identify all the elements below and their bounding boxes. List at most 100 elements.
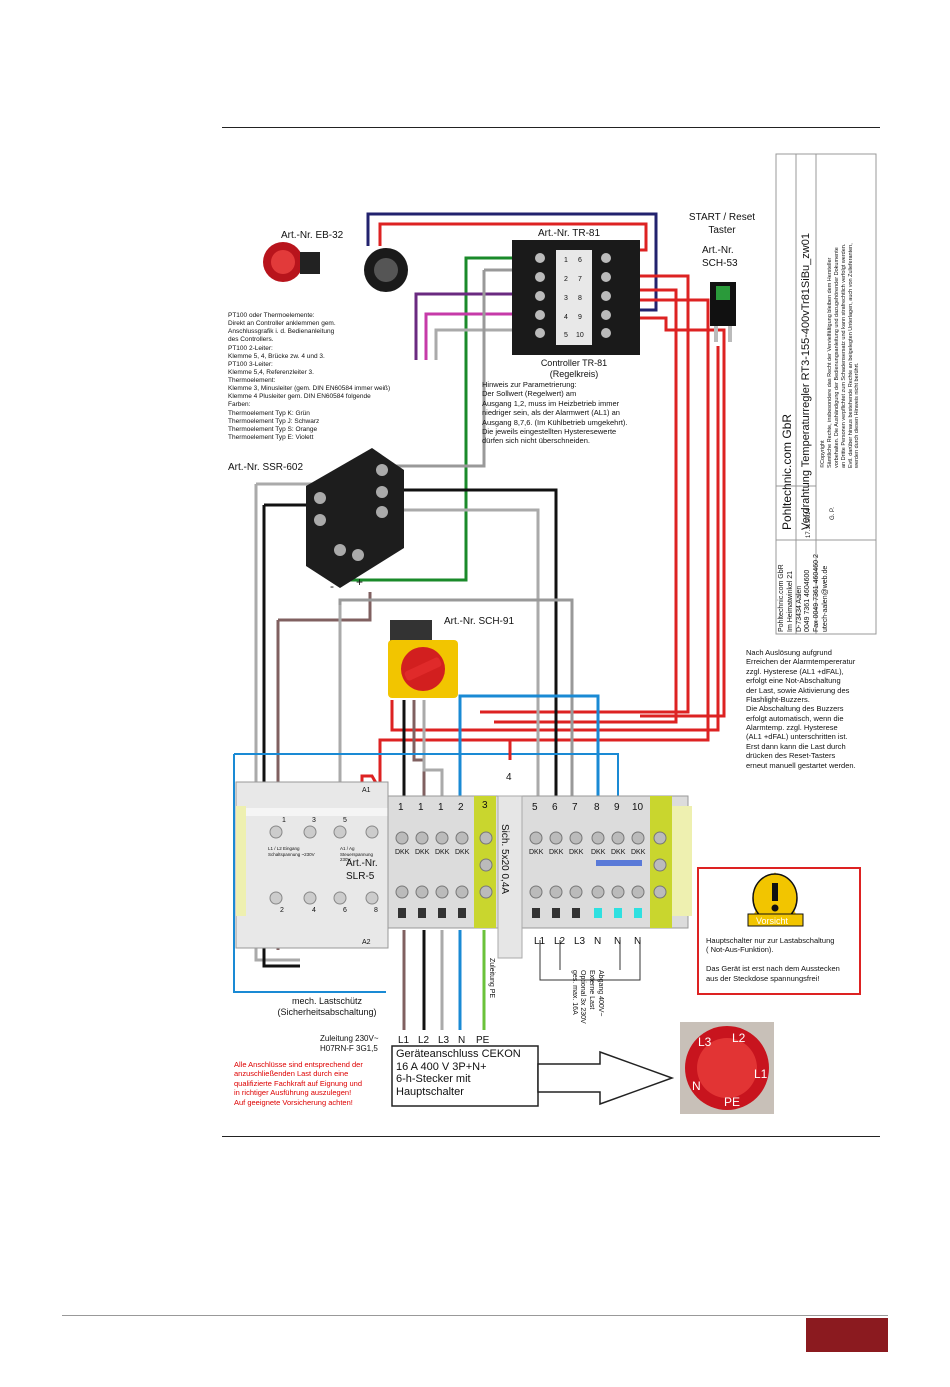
svg-text:8: 8 xyxy=(594,802,600,813)
svg-text:DKK: DKK xyxy=(569,849,584,856)
svg-text:L3: L3 xyxy=(698,1035,712,1049)
label-sch91: Art.-Nr. SCH-91 xyxy=(444,616,514,627)
label-start-reset: START / Reset Taster xyxy=(688,212,756,236)
svg-text:4: 4 xyxy=(564,314,568,321)
contactor-numbers: 1 3 5 A1 2 4 6 8 A2 xyxy=(280,787,378,946)
controller-left-screws xyxy=(535,253,545,338)
label-lastschuetz: mech. Lastschütz (Sicherheitsabschaltung… xyxy=(277,996,377,1018)
svg-text:L3: L3 xyxy=(438,1035,450,1046)
output-labels: L1 L2 L3 N N N xyxy=(534,936,641,947)
controller-numbers: 1 2 3 4 5 6 7 8 9 10 xyxy=(564,257,584,339)
contactor-text1: L1 / L2 Eingang Schaltspannung ~230V xyxy=(268,846,315,857)
svg-text:10: 10 xyxy=(632,802,644,813)
label-zuleitung-pe: Zuleitung PE xyxy=(488,958,495,998)
label-zuleitung: Zuleitung 230V~ H07RN-F 3G1,5 xyxy=(320,1034,379,1053)
label-cekon: Geräteanschluss CEKON 16 A 400 V 3P+N+ 6… xyxy=(396,1048,521,1098)
svg-text:DKK: DKK xyxy=(591,849,606,856)
svg-text:6: 6 xyxy=(552,802,558,813)
svg-text:1: 1 xyxy=(282,817,286,824)
svg-text:10: 10 xyxy=(576,332,584,339)
svg-text:6: 6 xyxy=(343,907,347,914)
svg-text:1: 1 xyxy=(418,802,424,813)
svg-text:DKK: DKK xyxy=(549,849,564,856)
svg-text:N: N xyxy=(594,936,601,947)
title-address: Pohltechnic.com GbR Im Heimatwinkel 21 D… xyxy=(778,554,829,632)
controller-right-screws xyxy=(601,253,611,338)
svg-text:2: 2 xyxy=(458,802,464,813)
label-eb32: Art.-Nr. EB-32 xyxy=(281,230,344,241)
ssr-plus: + xyxy=(356,575,363,589)
svg-text:L1: L1 xyxy=(754,1067,768,1081)
title-author: G. P. xyxy=(830,507,836,520)
svg-text:6: 6 xyxy=(578,257,582,264)
note-red: Alle Anschlüsse sind entsprechend der an… xyxy=(234,1060,363,1107)
main-switch-sch91 xyxy=(388,620,458,698)
terminal-numbers: 1 1 1 2 3 4 5 6 7 8 9 10 xyxy=(398,772,644,813)
label-tr81: Art.-Nr. TR-81 xyxy=(538,228,600,239)
svg-text:PE: PE xyxy=(724,1095,740,1109)
svg-text:L2: L2 xyxy=(554,936,566,947)
svg-text:N: N xyxy=(614,936,621,947)
svg-text:DKK: DKK xyxy=(415,849,430,856)
svg-text:7: 7 xyxy=(578,276,582,283)
svg-text:5: 5 xyxy=(564,332,568,339)
svg-text:L3: L3 xyxy=(574,936,586,947)
svg-text:8: 8 xyxy=(578,295,582,302)
svg-text:DKK: DKK xyxy=(611,849,626,856)
note-alarm: Nach Auslösung aufgrund Erreichen der Al… xyxy=(746,648,856,770)
ssr-minus: - xyxy=(330,579,334,593)
svg-text:1: 1 xyxy=(564,257,568,264)
title-block xyxy=(775,153,877,635)
svg-text:8: 8 xyxy=(374,907,378,914)
footer-rule xyxy=(62,1315,888,1316)
svg-text:L1: L1 xyxy=(398,1035,410,1046)
svg-text:DKK: DKK xyxy=(435,849,450,856)
note-param: Hinweis zur Parametrierung: Der Sollwert… xyxy=(482,380,628,446)
svg-text:5: 5 xyxy=(532,802,538,813)
svg-text:DKK: DKK xyxy=(529,849,544,856)
svg-text:DKK: DKK xyxy=(395,849,410,856)
svg-text:2: 2 xyxy=(564,276,568,283)
svg-text:L1: L1 xyxy=(534,936,546,947)
svg-text:A1: A1 xyxy=(362,787,371,794)
title-company: Pohltechnic.com GbR xyxy=(780,413,794,530)
svg-text:L2: L2 xyxy=(418,1035,430,1046)
label-abgang: Abgang 400V~ Externe Last Optional 3x 23… xyxy=(570,970,604,1024)
svg-text:3: 3 xyxy=(312,817,316,824)
reset-button-sch53 xyxy=(710,282,736,342)
svg-text:3: 3 xyxy=(482,800,488,811)
svg-text:9: 9 xyxy=(614,802,620,813)
label-fuse: Sich. 5x20 0,4A xyxy=(499,824,510,894)
title-main: Verdrahtung Temperaturregler RT3-155-400… xyxy=(800,233,812,530)
svg-text:N: N xyxy=(692,1079,701,1093)
label-sch53: Art.-Nr. SCH-53 xyxy=(702,245,738,269)
label-ssr602: Art.-Nr. SSR-602 xyxy=(228,462,303,473)
svg-text:5: 5 xyxy=(343,817,347,824)
svg-text:4: 4 xyxy=(506,772,512,783)
svg-text:4: 4 xyxy=(312,907,316,914)
svg-text:PE: PE xyxy=(476,1035,490,1046)
svg-text:N: N xyxy=(634,936,641,947)
bottom-rule xyxy=(222,1136,880,1137)
contactor-text2: A1 / Ag Steuerspannung 230V xyxy=(340,846,374,863)
contactor-slr5 xyxy=(235,781,389,949)
footer-accent xyxy=(806,1318,888,1352)
plug-photo xyxy=(680,1022,774,1114)
title-copyright: ©Copyright Sämtliche Rechte, insbesonder… xyxy=(820,243,861,468)
supply-labels: L1 L2 L3 N PE xyxy=(398,1035,490,1046)
label-controller: Controller TR-81 (Regelkreis) xyxy=(540,358,608,380)
note-pt100: PT100 oder Thermoelemente: Direkt an Con… xyxy=(228,312,391,441)
buzzer-eb32 xyxy=(263,242,408,292)
svg-text:1: 1 xyxy=(398,802,404,813)
ssr-602 xyxy=(306,448,404,588)
svg-text:2: 2 xyxy=(280,907,284,914)
controller-tr81 xyxy=(512,240,640,355)
warning-box xyxy=(697,867,861,995)
title-date: 17.11.2014 xyxy=(806,508,812,538)
svg-text:1: 1 xyxy=(438,802,444,813)
svg-text:A2: A2 xyxy=(362,939,371,946)
svg-text:N: N xyxy=(458,1035,465,1046)
svg-text:L2: L2 xyxy=(732,1031,746,1045)
cekon-arrow xyxy=(391,1045,675,1107)
